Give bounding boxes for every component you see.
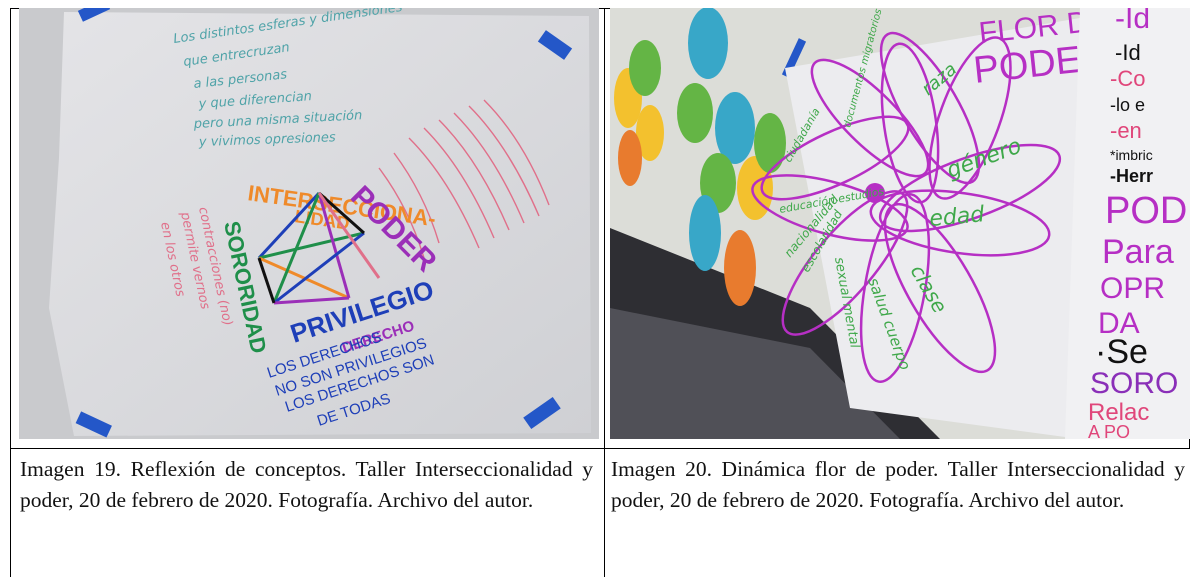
tape-bottom-left	[75, 411, 112, 438]
svg-text:Para: Para	[1102, 233, 1174, 271]
svg-text:A PO: A PO	[1088, 422, 1130, 439]
svg-text:-lo e: -lo e	[1110, 95, 1145, 115]
right-board	[1065, 8, 1190, 439]
svg-text:-en: -en	[1110, 118, 1142, 143]
caption-imagen-19: Imagen 19. Reflexión de conceptos. Talle…	[20, 457, 593, 512]
svg-text:DA: DA	[1098, 307, 1140, 340]
concept-connections	[257, 191, 381, 305]
svg-text:OPR: OPR	[1100, 272, 1165, 305]
flower-drawing	[751, 31, 1062, 383]
svg-text:y vivimos opresiones: y vivimos opresiones	[198, 130, 337, 150]
figure-table: Los distintos esferas y dimensiones que …	[10, 8, 1190, 577]
svg-text:-Co: -Co	[1110, 66, 1145, 91]
flower-center	[865, 183, 885, 203]
paper-petals	[614, 8, 786, 306]
svg-text:-Id: -Id	[1115, 8, 1150, 35]
photo-flower-of-power: FLOR DE PODER raza género edad clase sal…	[610, 8, 1190, 439]
poster-paper	[49, 12, 591, 436]
svg-text:*imbric: *imbric	[1110, 147, 1153, 163]
flower-scene: FLOR DE PODER raza género edad clase sal…	[610, 8, 1190, 439]
svg-text:-Id: -Id	[1115, 40, 1141, 65]
right-board-text: -Id -Id -Co -lo e -en *imbric -Herr POD …	[1088, 8, 1187, 439]
svg-text:-Herr: -Herr	[1110, 166, 1153, 186]
poster-right-notes	[378, 99, 550, 259]
tape-top-left	[77, 8, 111, 22]
svg-text:SORO: SORO	[1090, 367, 1178, 400]
photo-concept-reflection: Los distintos esferas y dimensiones que …	[19, 8, 599, 439]
table-border-top	[10, 8, 1190, 9]
table-border-left	[10, 8, 11, 577]
tape-bottom-right	[523, 396, 561, 430]
poster-drawing: Los distintos esferas y dimensiones que …	[19, 8, 599, 439]
svg-text:POD: POD	[1105, 190, 1187, 232]
svg-text:edad: edad	[928, 202, 986, 232]
table-row-divider	[10, 448, 1190, 449]
tape-top-right	[537, 30, 573, 60]
caption-imagen-20: Imagen 20. Dinámica flor de poder. Talle…	[611, 457, 1185, 512]
svg-text:Relac: Relac	[1088, 399, 1149, 426]
svg-text:·Se: ·Se	[1095, 333, 1148, 371]
table-divider-middle	[604, 8, 605, 577]
